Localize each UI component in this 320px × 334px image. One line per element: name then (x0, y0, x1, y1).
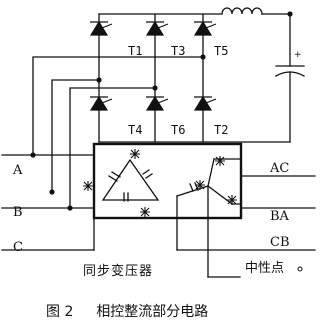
lower-thyristors (89, 95, 217, 111)
label-t3: T3 (171, 44, 186, 58)
primary-delta (101, 158, 160, 201)
secondary-star (176, 158, 233, 205)
label-t5: T5 (214, 44, 229, 58)
input-label-c: C (13, 240, 23, 255)
secondary-leads (176, 158, 242, 251)
thyristor-t4 (89, 95, 113, 111)
thyristor-t5 (193, 20, 217, 36)
label-t4: T4 (128, 123, 143, 137)
neutral-label: 中性点 (245, 261, 285, 276)
transformer-label: 同步变压器 (83, 264, 154, 279)
inductor (221, 7, 263, 15)
capacitor-polarity: + (294, 50, 302, 60)
figure-title: 相控整流部分电路 (96, 304, 209, 320)
upper-thyristors (89, 20, 217, 36)
junction-dots (30, 11, 293, 211)
thyristor-t1 (89, 20, 113, 36)
figure-number: 图 2 (46, 304, 74, 320)
output-label-cb: CB (270, 235, 290, 250)
output-label-ac: AC (270, 161, 290, 176)
neutral-point-marker (297, 266, 303, 272)
input-label-b: B (13, 205, 23, 220)
tap-wire-2 (69, 87, 156, 209)
label-t6: T6 (171, 123, 186, 137)
figure-caption: 图 2 相控整流部分电路 (46, 305, 208, 319)
output-label-ba: BA (270, 209, 289, 224)
thyristor-t6 (145, 95, 169, 111)
input-label-a: A (13, 163, 23, 178)
thyristor-t3 (145, 20, 169, 36)
sync-transformer-box (92, 142, 243, 220)
label-t1: T1 (128, 44, 143, 58)
tap-wire-3 (32, 56, 204, 156)
thyristor-t2 (193, 95, 217, 111)
label-t2: T2 (214, 123, 229, 137)
polarity-marks (83, 149, 237, 217)
